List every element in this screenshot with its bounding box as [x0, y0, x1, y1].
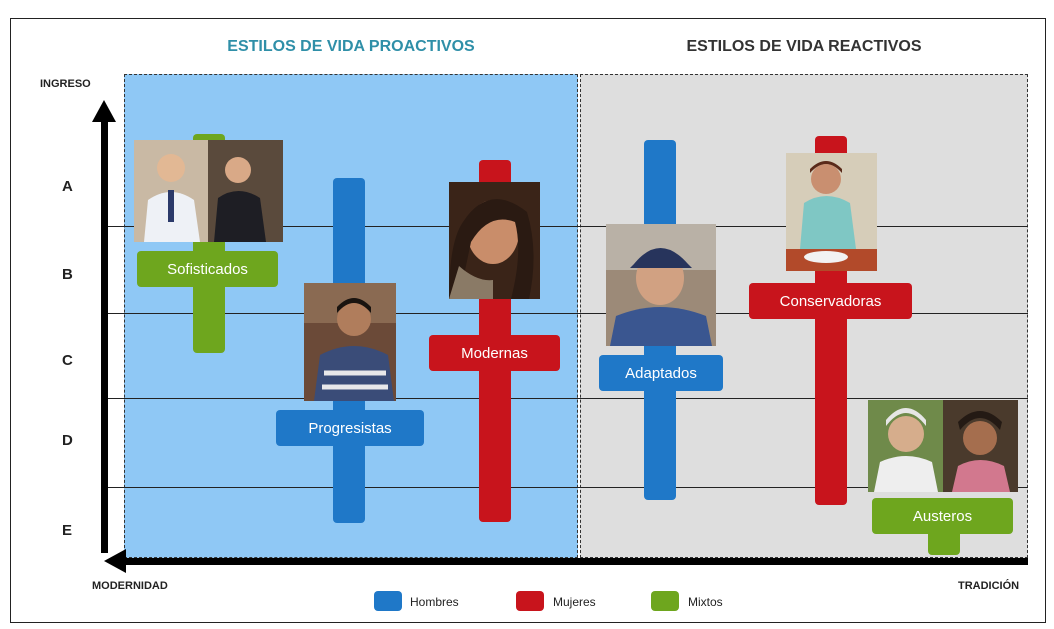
- legend-swatch-mujeres: [516, 591, 544, 611]
- y-axis-label: INGRESO: [40, 78, 91, 90]
- progresistas-photo: [304, 283, 396, 401]
- austeros-label: Austeros: [872, 498, 1013, 534]
- adaptados-label: Adaptados: [599, 355, 723, 391]
- legend-label-mujeres: Mujeres: [553, 595, 596, 609]
- sofisticados-label: Sofisticados: [137, 251, 278, 287]
- legend-swatch-hombres: [374, 591, 402, 611]
- level-label-c: C: [62, 352, 73, 369]
- reactive-header: ESTILOS DE VIDA REACTIVOS: [686, 38, 922, 55]
- level-divider: [105, 226, 1028, 227]
- x-axis-left-label: MODERNIDAD: [92, 580, 168, 592]
- x-axis-arrowhead: [104, 549, 126, 573]
- legend-label-mixtos: Mixtos: [688, 595, 723, 609]
- level-divider: [105, 398, 1028, 399]
- austeros-photo: [868, 400, 1018, 492]
- legend-swatch-mixtos: [651, 591, 679, 611]
- x-axis-right-label: TRADICIÓN: [958, 580, 1020, 592]
- proactive-header: ESTILOS DE VIDA PROACTIVOS: [227, 38, 475, 55]
- conservadoras-photo: [786, 153, 877, 271]
- legend-label-hombres: Hombres: [410, 595, 459, 609]
- modernas-label: Modernas: [429, 335, 560, 371]
- x-axis: [124, 558, 1028, 565]
- level-label-d: D: [62, 432, 73, 449]
- progresistas-label: Progresistas: [276, 410, 424, 446]
- level-divider: [105, 487, 1028, 488]
- sofisticados-photo: [134, 140, 283, 242]
- y-axis: [101, 118, 108, 553]
- level-label-e: E: [62, 522, 73, 539]
- conservadoras-label: Conservadoras: [749, 283, 912, 319]
- level-divider: [105, 313, 1028, 314]
- level-label-a: A: [62, 178, 73, 195]
- adaptados-photo: [606, 224, 716, 346]
- modernas-photo: [449, 182, 540, 299]
- y-axis-arrowhead: [92, 100, 116, 122]
- level-label-b: B: [62, 266, 73, 283]
